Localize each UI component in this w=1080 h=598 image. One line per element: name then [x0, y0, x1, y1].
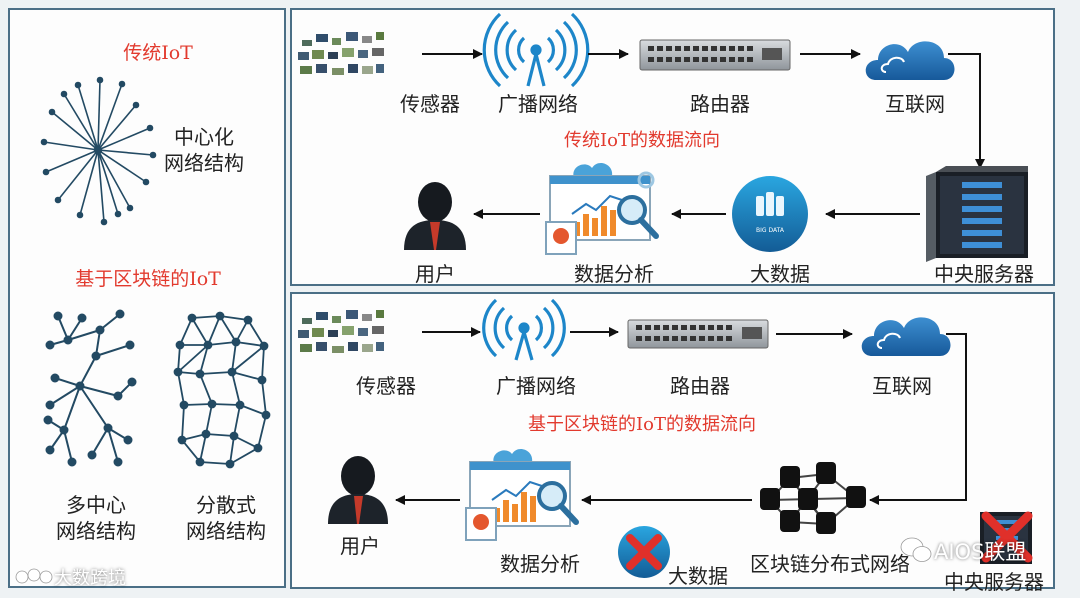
sensor-label: 传感器 [356, 374, 416, 398]
bigdata-icon: BIG DATA [732, 176, 808, 252]
internet-label: 互联网 [872, 374, 932, 398]
server-label: 中央服务器 [944, 570, 1044, 594]
server-label: 中央服务器 [934, 262, 1034, 286]
user-label: 用户 [415, 262, 455, 286]
server-disabled-icon [980, 511, 1033, 564]
traditional-iot-title: 传统IoT [123, 42, 193, 64]
traditional-flow-title: 传统IoT的数据流向 [564, 130, 720, 151]
router-label: 路由器 [670, 374, 730, 398]
bigdata-label: 大数据 [750, 262, 810, 286]
blockchain-network-label: 区块链分布式网络 [750, 552, 910, 576]
watermark-right: AIOS联盟 [934, 540, 1027, 564]
bigdata-disabled-icon [618, 526, 670, 578]
wifi-broadcast-icon [482, 12, 590, 88]
router-icon [639, 39, 791, 71]
user-label: 用户 [340, 534, 380, 558]
distributed-network-label: 分散式 网络结构 [186, 493, 266, 543]
watermark-left: 大数跨境 [54, 568, 126, 589]
internet-label: 互联网 [885, 92, 945, 116]
central-server-icon [926, 166, 1028, 262]
multicenter-network-label: 多中心 网络结构 [56, 493, 136, 543]
left-panel [8, 8, 286, 588]
multicenter-network-icon [43, 309, 137, 467]
distributed-network-icon [173, 311, 271, 469]
weibo-icon [15, 568, 53, 584]
router-icon [627, 319, 769, 349]
user-icon [404, 182, 466, 250]
wechat-icon [900, 537, 932, 562]
bigdata-icon-text: BIG DATA [756, 227, 785, 234]
analysis-label: 数据分析 [574, 262, 654, 286]
broadcast-label: 广播网络 [498, 92, 578, 116]
blockchain-iot-title: 基于区块链的IoT [75, 268, 221, 290]
blockchain-flow-title: 基于区块链的IoT的数据流向 [528, 414, 756, 435]
user-icon [328, 456, 388, 524]
data-analysis-icon [545, 162, 659, 255]
sensors-icon [298, 310, 384, 353]
wifi-broadcast-icon [482, 298, 566, 361]
data-analysis-icon [465, 448, 579, 541]
broadcast-label: 广播网络 [496, 374, 576, 398]
centralized-network-label: 中心化 网络结构 [164, 125, 244, 175]
sensors-icon [298, 32, 384, 75]
centralized-network-icon [40, 76, 157, 226]
bigdata-label: 大数据 [668, 564, 728, 588]
cloud-internet-icon [861, 317, 951, 356]
router-label: 路由器 [690, 92, 750, 116]
cloud-internet-icon [865, 41, 955, 80]
analysis-label: 数据分析 [500, 552, 580, 576]
sensor-label: 传感器 [400, 92, 460, 116]
blockchain-network-icon [760, 462, 866, 534]
